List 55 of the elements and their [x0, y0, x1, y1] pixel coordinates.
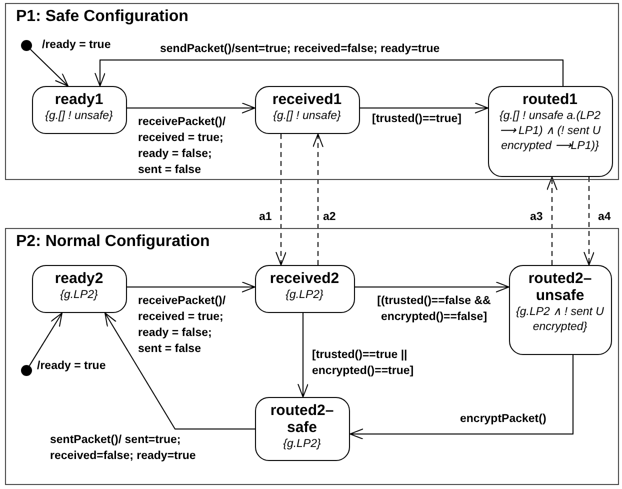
- transition-label: a1: [259, 210, 272, 225]
- transition-label: /ready = true: [37, 359, 106, 374]
- state-box: [254, 396, 350, 460]
- state-box: [254, 86, 360, 134]
- transition-arrow: [360, 102, 488, 114]
- frame-title: P1: Safe Configuration: [16, 8, 188, 26]
- initial-state-dot: [20, 40, 32, 50]
- transition-arrow: [312, 134, 324, 266]
- transition-label: receivePacket()/ received = true; ready = false; sent = false: [138, 115, 227, 178]
- state-name: ready1: [54, 90, 104, 108]
- state-invariant: {g.LP2 ∧ ! sent U encrypted}: [515, 305, 605, 335]
- transition-arrow: [126, 102, 256, 114]
- frame-title: P2: Normal Configuration: [16, 233, 210, 251]
- transition-arrow: [584, 176, 594, 266]
- transition-label: receivePacket()/ received = true; ready = false; sent = false: [138, 294, 227, 357]
- transition-label: a4: [598, 210, 611, 225]
- transition-arrow: [94, 60, 564, 86]
- state-box: [32, 264, 126, 312]
- state-box: [508, 264, 612, 354]
- state-name: routed1: [522, 90, 578, 108]
- state-name: routed2– safe: [269, 402, 335, 436]
- transition-arrow: [126, 282, 256, 292]
- state-box: [32, 86, 126, 134]
- transition-label: encryptPacket(): [460, 412, 546, 427]
- transition-label: a2: [323, 210, 336, 225]
- transition-label: /ready = true: [42, 38, 111, 53]
- state-invariant: {g.LP2}: [283, 437, 321, 452]
- transition-label: a3: [530, 210, 543, 225]
- state-invariant: {g.LP2}: [60, 288, 98, 303]
- transition-arrow: [298, 312, 308, 398]
- initial-state-dot: [20, 364, 32, 376]
- state-invariant: {g.LP2}: [286, 288, 324, 303]
- transition-arrow: [546, 176, 558, 266]
- state-name: routed2– unsafe: [527, 270, 593, 304]
- transition-arrow: [28, 312, 62, 366]
- transition-arrow: [276, 134, 286, 266]
- state-name: received2: [270, 270, 340, 287]
- state-invariant: {g.[] ! unsafe a.(LP2 ⟶ LP1) ∧ (! sent U encrypted ⟶LP1)}: [498, 108, 602, 154]
- transition-label: [trusted()==true || encrypted()==true]: [312, 348, 415, 379]
- transition-label: sentPacket()/ sent=true; received=false; ready=true: [50, 433, 197, 464]
- transition-arrow: [30, 48, 68, 86]
- state-name: ready2: [54, 270, 104, 287]
- transition-arrow: [354, 282, 510, 292]
- state-box: [254, 264, 354, 312]
- transition-arrow: [350, 354, 574, 440]
- transition-label: [trusted()==true]: [372, 112, 462, 127]
- state-box: [488, 86, 612, 176]
- transition-label: sendPacket()/sent=true; received=false; ready=true: [160, 42, 440, 57]
- state-name: received1: [272, 90, 342, 108]
- configuration-frame: [5, 228, 619, 485]
- state-invariant: {g.[] ! unsafe}: [273, 108, 341, 124]
- transition-label: [(trusted()==false && encrypted()==false]: [376, 294, 492, 325]
- configuration-frame: [5, 3, 619, 180]
- transition-arrow: [104, 312, 256, 430]
- state-invariant: {g.[] ! unsafe}: [45, 108, 113, 124]
